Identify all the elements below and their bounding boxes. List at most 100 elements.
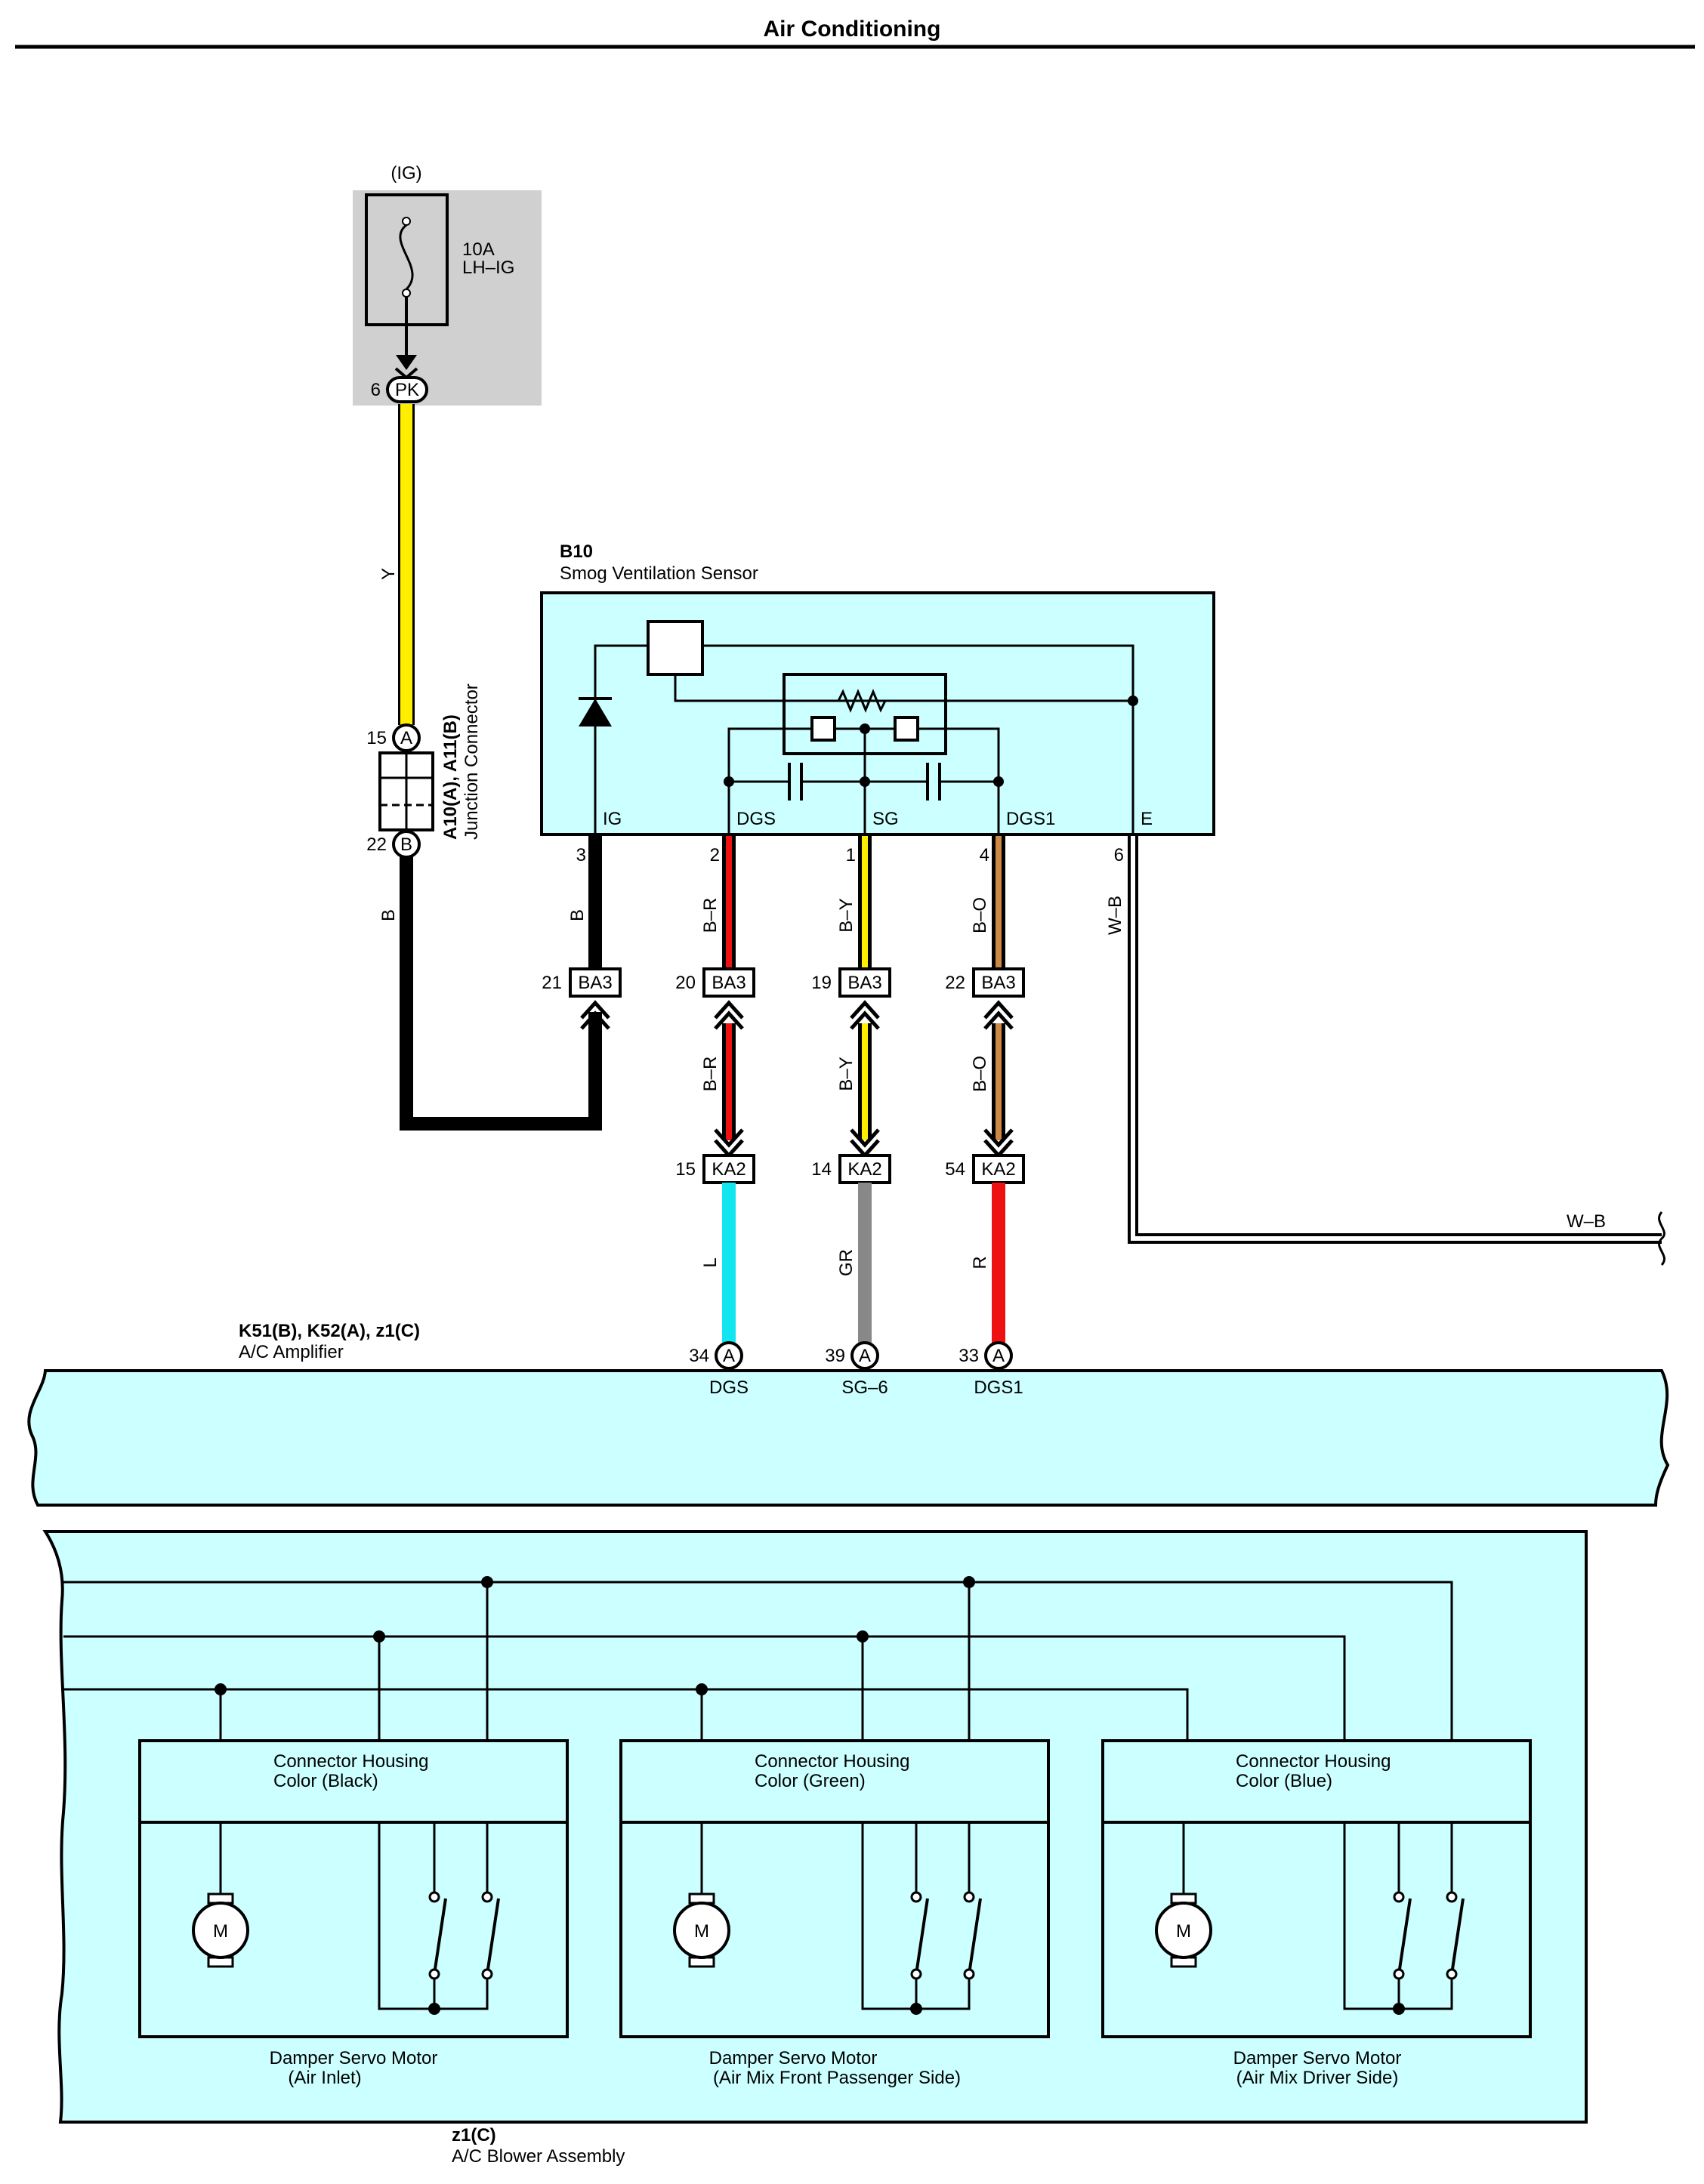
switch-contact: [481, 1968, 493, 1980]
sensor-terminal-sg: SG: [872, 809, 899, 829]
heater-resistor-icon: [837, 689, 887, 713]
dgs1-mate-up-icon: [983, 1000, 1014, 1030]
wire-gr-label: GR: [836, 1249, 857, 1276]
amplifier-box: [27, 1369, 1670, 1507]
wire-e-label: W–B: [1105, 896, 1125, 935]
page-title: Air Conditioning: [764, 17, 941, 42]
amp-pin-dgs: [715, 1341, 743, 1370]
motor-symbol: M: [213, 1921, 228, 1942]
motor-housing-label: Connector Housing: [273, 1751, 428, 1772]
capacitor-right-gap: [929, 761, 938, 802]
sensing-element-left-icon: [810, 716, 836, 742]
sensor-terminal-ig: IG: [603, 809, 622, 829]
blower-id: z1(C): [452, 2125, 496, 2145]
ba3-ka2-wires: B–R B–Y B–O: [700, 1000, 1014, 1158]
sensing-element-right-icon: [894, 716, 919, 742]
ac-blower-assembly: z1(C) A/C Blower Assembly Connector Hous…: [42, 1530, 1588, 2167]
ba3-ig-mate-icon-2: [580, 1010, 610, 1030]
junction-name: Junction Connector: [462, 683, 482, 840]
pk-pin-number: 6: [371, 380, 381, 400]
sensor-pin-sg: 1: [846, 845, 856, 865]
damper-servo-motor-air-mix-driver: Connector Housing Color (Blue) M Damper …: [1101, 1739, 1532, 2088]
switch-blade-icon: [486, 1898, 500, 1975]
sensor-node-dgs1: [993, 776, 1004, 787]
amp-pin-dgs1: [984, 1341, 1013, 1370]
fuse-rating: 10A: [462, 239, 495, 260]
switch-contact: [428, 1968, 440, 1980]
switch-area: [1388, 1843, 1486, 2001]
amp-pin-dgs-letter: A: [723, 1346, 735, 1366]
amp-pin-sg: [850, 1341, 879, 1370]
motor-icon: [192, 1902, 249, 1959]
sensor-pin-ig: 3: [576, 845, 586, 865]
switch-blade-icon: [1450, 1898, 1465, 1975]
switch-contact: [910, 1968, 922, 1980]
switch-common: [1397, 1979, 1453, 2010]
pk-connector: [386, 376, 428, 403]
wire-r-label: R: [970, 1256, 990, 1269]
capacitor-left-gap: [791, 761, 800, 802]
ka2-pin-dgs: 15: [675, 1159, 696, 1180]
ka2-label-sg: KA2: [847, 1159, 881, 1180]
motor-sub: (Air Inlet): [288, 2068, 361, 2088]
junction-id: A10(A), A11(B): [440, 714, 461, 840]
switch-blade-icon: [433, 1898, 447, 1975]
fuse-arrow-icon: [396, 355, 417, 370]
ba3-connector-dgs1: [972, 967, 1025, 998]
motor-sub: (Air Mix Driver Side): [1236, 2068, 1399, 2088]
amp-pin-dgs1-letter: A: [992, 1346, 1005, 1366]
wire-b-junction: [400, 857, 602, 1131]
bus-line-2: [63, 1635, 1346, 1741]
motor-housing-color: Color (Black): [273, 1771, 378, 1791]
amp-terminal-dgs1: DGS1: [974, 1377, 1023, 1398]
switch-blade-icon: [915, 1898, 929, 1975]
sensor-terminal-dgs: DGS: [736, 809, 776, 829]
fuse-terminal-bottom: [402, 288, 411, 298]
switch-blade-icon: [1397, 1898, 1412, 1975]
switch-common: [915, 1979, 971, 2010]
switch-contact: [1393, 1891, 1405, 1903]
ba3-pin-dgs1: 22: [945, 973, 965, 993]
motor-icon: [673, 1902, 730, 1959]
fuse-source-label: (IG): [390, 163, 421, 184]
sg-mate-up-icon: [850, 1000, 880, 1030]
amp-pin-dgs-number: 34: [689, 1346, 709, 1366]
switch-contact: [963, 1891, 975, 1903]
smog-ventilation-sensor: B10 Smog Ventilation Sensor IG DGS: [540, 541, 1215, 865]
bus-node: [215, 1683, 227, 1695]
damper-servo-motor-air-mix-front-passenger: Connector Housing Color (Green) M Damper…: [619, 1739, 1050, 2088]
fuse-block: (IG) 10A LH–IG PK 6: [353, 163, 542, 406]
wire-ig-label: B: [567, 909, 588, 921]
sensor-node-dgs: [724, 776, 734, 787]
wire-continuation-icon: [1658, 1211, 1665, 1266]
sensor-pin-dgs: 2: [710, 845, 720, 865]
motor-box: [138, 1739, 569, 2038]
bus-node: [696, 1683, 708, 1695]
motor-housing-color: Color (Green): [755, 1771, 866, 1791]
switch-node: [910, 2003, 922, 2015]
sensor-box: [540, 591, 1215, 836]
sensor-pin-dgs1: 4: [980, 845, 989, 865]
ka2-connector-sg: [838, 1154, 891, 1184]
wire-sg-mid-label: B–Y: [836, 1057, 857, 1090]
switch-contact: [481, 1891, 493, 1903]
fuse-icon: [399, 224, 414, 291]
ac-amplifier: K51(B), K52(A), z1(C) A/C Amplifier A 34…: [27, 1321, 1670, 1507]
wire-y-label: Y: [378, 568, 399, 580]
sensor-dgs1-line: [918, 727, 1000, 834]
sensor-dgs-line: [727, 727, 812, 834]
wire-l-label: L: [700, 1257, 721, 1267]
junction-pin-b-number: 22: [366, 834, 387, 855]
wire-dgs1-mid-label: B–O: [970, 1056, 990, 1092]
motor-name: Damper Servo Motor: [709, 2048, 878, 2068]
wire-e-outline: [1128, 836, 1662, 1244]
sensor-terminal-e: E: [1141, 809, 1153, 829]
ka2-label-dgs1: KA2: [981, 1159, 1015, 1180]
switch-contact: [963, 1968, 975, 1980]
sensor-ig-line: [594, 644, 648, 834]
ka2-label-dgs: KA2: [712, 1159, 746, 1180]
ba3-connector-sg: [838, 967, 891, 998]
dgs-mate-up-icon: [714, 1000, 744, 1030]
wire-e: [1131, 836, 1662, 1241]
motor-box: [619, 1739, 1050, 2038]
